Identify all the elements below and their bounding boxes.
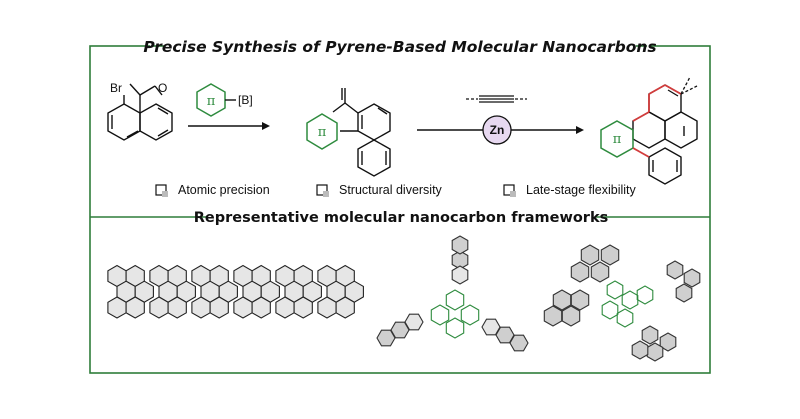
- pyrene-ring: [451, 235, 469, 255]
- pyrene-ring: [481, 318, 501, 336]
- pyrene-ring: [404, 313, 424, 331]
- pyrene-ring: [509, 334, 529, 352]
- pi-label-product: π: [613, 132, 622, 147]
- core-ring: [621, 290, 639, 310]
- main-title: Precise Synthesis of Pyrene-Based Molecu…: [143, 38, 656, 56]
- pyrene-ring: [631, 340, 649, 360]
- reaction-arrow-1-head: [262, 122, 270, 130]
- checkbox-shadow: [323, 191, 329, 197]
- pyrene-ring: [580, 244, 600, 266]
- core-ring: [445, 289, 465, 311]
- pi-reagent: π [B]: [196, 83, 253, 117]
- feature-label-3: Late-stage flexibility: [526, 183, 637, 197]
- title-gap: [150, 36, 650, 56]
- product: [632, 111, 698, 185]
- pi-label-reagent: π: [207, 94, 216, 109]
- feature-atomic-precision: Atomic precision: [155, 183, 270, 197]
- feature-structural-diversity: Structural diversity: [316, 183, 443, 197]
- core-ring: [636, 285, 654, 305]
- feature-label-1: Atomic precision: [178, 183, 270, 197]
- hexagon-ring: [167, 296, 187, 319]
- checkbox-shadow: [510, 191, 516, 197]
- zn-label: Zn: [490, 123, 505, 137]
- cycle-arrow-icon: [486, 139, 508, 145]
- pi-label-intermediate: π: [318, 125, 327, 140]
- atom-o: O: [158, 81, 167, 95]
- feature-late-stage-flexibility: Late-stage flexibility: [503, 183, 637, 197]
- hexagon-ring: [251, 296, 271, 319]
- core-ring: [445, 317, 465, 339]
- pyrene-ring: [590, 261, 610, 283]
- pyrene-ring: [552, 289, 572, 311]
- pyrene-ring: [646, 342, 664, 362]
- pi-aryl-intermediate: π: [306, 113, 338, 150]
- section-subtitle: Representative molecular nanocarbon fram…: [194, 210, 608, 226]
- hexagon-ring: [233, 296, 253, 319]
- core-ring: [601, 300, 619, 320]
- hexagon-ring: [191, 296, 211, 319]
- pyrene-ring: [659, 332, 677, 352]
- pyrene-ring: [600, 244, 620, 266]
- hexagon-ring: [275, 296, 295, 319]
- pyrene-ring: [641, 325, 659, 345]
- reaction-arrow-2-head: [576, 126, 584, 134]
- hexagon-ring: [209, 296, 229, 319]
- hexagon-ring: [107, 296, 127, 319]
- hexagon-ring: [335, 296, 355, 319]
- hexagon-ring: [317, 296, 337, 319]
- framework-tetraaryl-ethylene: [543, 244, 701, 362]
- intermediate: [332, 88, 391, 177]
- hexagon-ring: [293, 296, 313, 319]
- checkbox-shadow: [162, 191, 168, 197]
- hexagon-ring: [149, 296, 169, 319]
- core-ring: [616, 308, 634, 328]
- pyrene-ring: [570, 261, 590, 283]
- checkbox-icon: [316, 184, 328, 196]
- atom-br: Br: [110, 81, 122, 95]
- new-ring: [632, 76, 698, 122]
- pyrene-ring: [543, 305, 563, 327]
- checkbox-icon: [503, 184, 515, 196]
- boron-label: [B]: [238, 93, 253, 107]
- pyrene-ring: [570, 289, 590, 311]
- starting-material: [107, 83, 173, 141]
- checkbox-icon: [155, 184, 167, 196]
- pyrene-ring: [561, 305, 581, 327]
- core-ring: [460, 304, 480, 326]
- feature-label-2: Structural diversity: [339, 183, 443, 197]
- pyrene-ring: [666, 260, 684, 280]
- core-ring: [606, 280, 624, 300]
- pyrene-ring: [451, 265, 469, 285]
- pyrene-ring: [683, 268, 701, 288]
- framework-nanoribbon: [107, 264, 364, 319]
- hexagon-ring: [125, 296, 145, 319]
- pyrene-ring: [675, 283, 693, 303]
- core-ring: [430, 304, 450, 326]
- pi-aryl-product: π: [600, 120, 650, 158]
- framework-triptycene: [376, 235, 529, 352]
- pyrene-ring: [376, 329, 396, 347]
